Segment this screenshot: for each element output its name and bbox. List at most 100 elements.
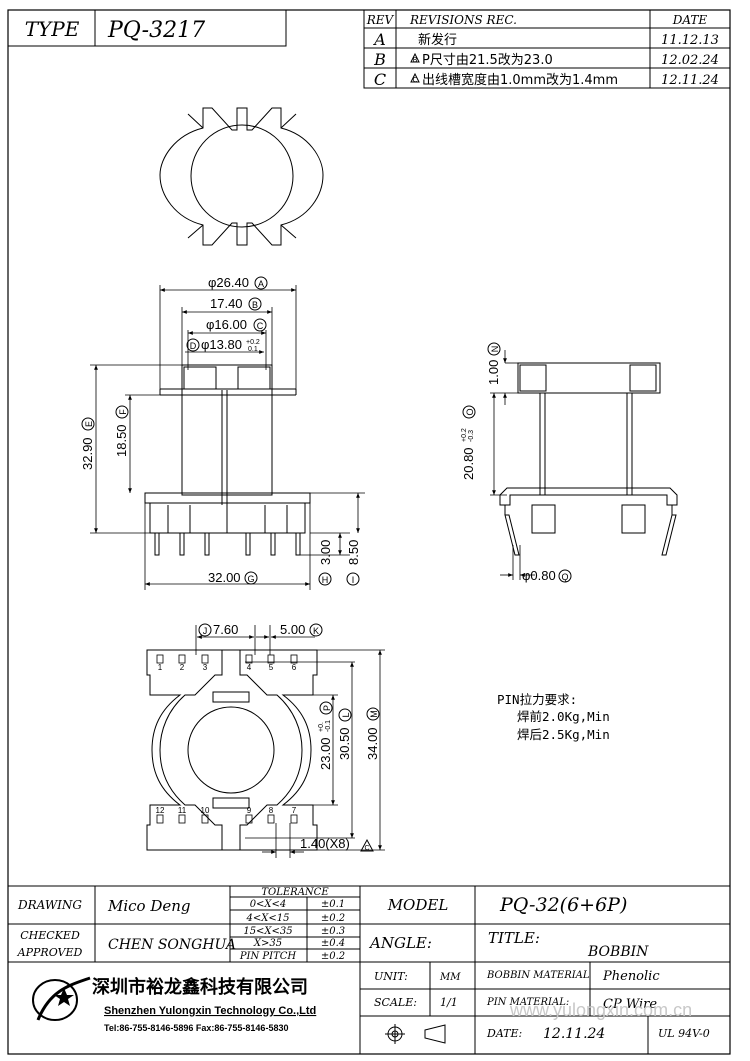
dim-q-marker-icon: Q bbox=[558, 569, 572, 583]
rev-a-desc: 新发行 bbox=[418, 32, 457, 48]
svg-text:G: G bbox=[247, 574, 254, 584]
svg-text:L: L bbox=[341, 712, 351, 717]
dim-l-marker-icon: L bbox=[338, 708, 352, 722]
type-label: TYPE bbox=[25, 17, 80, 41]
pin-label: 5 bbox=[269, 663, 274, 672]
svg-text:H: H bbox=[322, 575, 329, 585]
dim-k-value: 5.00 bbox=[280, 622, 305, 637]
watermark-text: www.yulongxin.com.cn bbox=[509, 1000, 692, 1020]
dim-e-marker-icon: E bbox=[81, 417, 95, 431]
tolerance-range: 4<X<15 bbox=[246, 913, 290, 924]
title-block-text: DRAWING Mico Deng CHECKED APPROVED CHEN … bbox=[17, 887, 710, 1042]
pin-label: 2 bbox=[180, 663, 185, 672]
dim-a-marker-icon: A bbox=[254, 276, 268, 290]
pin-label: 9 bbox=[247, 806, 252, 815]
rev-c-date: 12.11.24 bbox=[661, 73, 719, 88]
svg-text:C: C bbox=[413, 76, 418, 84]
rev-b-id: B bbox=[373, 50, 386, 69]
title-label: TITLE: bbox=[488, 929, 540, 947]
dim-d-tol-down: 0.1 bbox=[248, 346, 258, 353]
tolerance-value: ±0.1 bbox=[321, 899, 345, 910]
rev-header-desc: REVISIONS REC. bbox=[409, 13, 517, 27]
svg-text:A: A bbox=[258, 279, 264, 289]
dim-b-marker-icon: B bbox=[248, 297, 262, 311]
scale-label: SCALE: bbox=[374, 996, 417, 1009]
svg-text:Q: Q bbox=[561, 572, 568, 582]
dim-j-marker-icon: J bbox=[198, 623, 212, 637]
bottom-pin-slots bbox=[156, 654, 298, 824]
pin-material-label: PIN MATERIAL: bbox=[486, 997, 569, 1008]
svg-text:O: O bbox=[465, 408, 475, 415]
top-view bbox=[159, 107, 324, 246]
side-dim-lines bbox=[490, 350, 535, 580]
dim-f-marker-icon: F bbox=[115, 405, 129, 419]
rev-c-desc: 出线槽宽度由1.0mm改为1.4mm bbox=[422, 72, 618, 88]
pin-label: 7 bbox=[292, 806, 297, 815]
rev-b-desc: P尺寸由21.5改为23.0 bbox=[422, 53, 553, 68]
company-contact: Tel:86-755-8146-5896 Fax:86-755-8146-583… bbox=[104, 1023, 288, 1033]
bottom-dim-lines bbox=[195, 625, 385, 858]
ul-value: UL 94V-0 bbox=[658, 1027, 710, 1040]
dim-o-tol-down: -0.3 bbox=[468, 430, 475, 442]
title-block bbox=[8, 885, 730, 1054]
tolerance-range: PIN PITCH bbox=[239, 951, 297, 962]
dim-p-marker-icon: P bbox=[319, 701, 333, 715]
dim-g-marker-icon: G bbox=[244, 571, 258, 585]
dim-j-value: 7.60 bbox=[213, 622, 238, 637]
dim-d-tol-up: +0.2 bbox=[246, 339, 260, 346]
pin-label: 1 bbox=[158, 663, 163, 672]
bobbin-material-label: BOBBIN MATERIAL bbox=[486, 970, 590, 981]
pin-material-value: CP Wire bbox=[603, 997, 657, 1012]
dim-o-marker-icon: O bbox=[462, 405, 476, 419]
type-box: TYPE PQ-3217 bbox=[7, 9, 287, 47]
tolerance-value: ±0.4 bbox=[321, 938, 345, 949]
pin-label: 8 bbox=[269, 806, 274, 815]
bottom-dim-labels: J 7.60 5.00 K 23.00 +0. -0.1 P 30.50 L 3… bbox=[198, 622, 380, 852]
dim-k-marker-icon: K bbox=[309, 623, 323, 637]
dim-c-marker-icon: C bbox=[253, 318, 267, 332]
pin-label: 6 bbox=[292, 663, 297, 672]
dim-q-value: φ0.80 bbox=[522, 568, 556, 583]
svg-text:C: C bbox=[257, 321, 264, 331]
rev-b-triangle-icon: B bbox=[410, 52, 420, 64]
model-value: PQ-32(6+6P) bbox=[499, 894, 627, 916]
approved-value: CHEN SONGHUA bbox=[108, 937, 236, 953]
rev-b-date: 12.02.24 bbox=[661, 53, 719, 68]
title-value: BOBBIN bbox=[587, 944, 649, 960]
type-value: PQ-3217 bbox=[107, 18, 205, 43]
date-value: 12.11.24 bbox=[543, 1026, 605, 1042]
dim-d-marker-icon: D bbox=[186, 338, 200, 352]
rev-a-date: 11.12.13 bbox=[661, 33, 719, 48]
dim-n-value: 1.00 bbox=[486, 360, 501, 385]
side-pins bbox=[504, 514, 677, 556]
rev-c-triangle-icon: C bbox=[410, 72, 420, 84]
side-view bbox=[499, 362, 678, 534]
notes-line-1: 焊前2.0Kg,Min bbox=[517, 709, 610, 724]
rev-c-id: C bbox=[374, 70, 386, 89]
svg-text:F: F bbox=[118, 409, 128, 415]
tolerance-range: X>35 bbox=[253, 938, 282, 949]
company-name-cn: 深圳市裕龙鑫科技有限公司 bbox=[92, 976, 308, 998]
svg-text:P: P bbox=[322, 705, 332, 711]
dim-m-marker-icon: M bbox=[366, 707, 380, 721]
model-label: MODEL bbox=[387, 896, 449, 914]
pin-numbers: 1 2 3 4 5 6 12 11 10 9 8 7 bbox=[156, 663, 297, 815]
side-dim-labels: 1.00 N 20.80 +0.2 -0.3 O φ0.80 Q bbox=[461, 342, 572, 583]
tolerance-value: ±0.2 bbox=[321, 951, 345, 962]
rev-header-date: DATE bbox=[672, 13, 708, 27]
svg-text:E: E bbox=[84, 421, 94, 427]
dim-l-value: 30.50 bbox=[337, 727, 352, 760]
dim-slot-value: 1.40(X8) bbox=[300, 836, 350, 851]
pin-label: 4 bbox=[247, 663, 252, 672]
tolerance-value: ±0.3 bbox=[321, 926, 345, 937]
unit-value: MM bbox=[439, 972, 461, 983]
dim-i-marker-icon: I bbox=[346, 572, 360, 586]
angle-label: ANGLE: bbox=[368, 934, 432, 952]
dim-c-value: φ16.00 bbox=[206, 317, 247, 332]
scale-value: 1/1 bbox=[440, 996, 458, 1009]
rev-a-id: A bbox=[372, 30, 386, 49]
notes-title: PIN拉力要求: bbox=[497, 692, 577, 707]
dim-p-tol-down: -0.1 bbox=[325, 720, 332, 732]
svg-text:J: J bbox=[203, 626, 208, 636]
pin-label: 11 bbox=[178, 806, 187, 815]
